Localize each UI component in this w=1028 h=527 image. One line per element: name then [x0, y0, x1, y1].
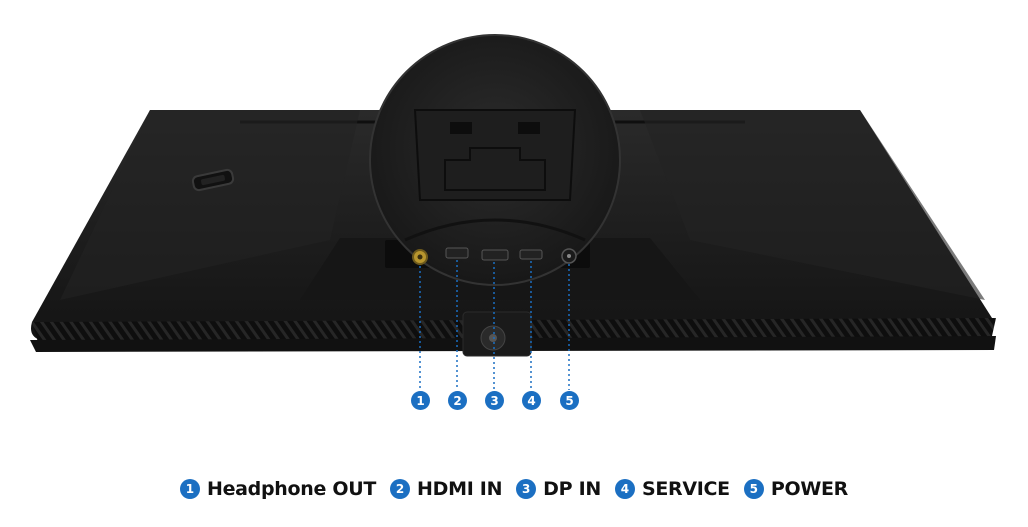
legend-label: DP IN	[543, 478, 601, 500]
legend-number: 2	[390, 479, 411, 499]
legend-label: POWER	[770, 478, 849, 500]
hdmi-port	[445, 247, 469, 259]
service-port	[519, 249, 543, 260]
port-legend: 1 Headphone OUT 2 HDMI IN 3 DP IN 4 SERV…	[0, 478, 1028, 500]
callout-1: 1	[411, 391, 430, 410]
legend-number: 3	[516, 479, 537, 499]
callout-2: 2	[448, 391, 467, 410]
callout-3: 3	[485, 391, 504, 410]
legend-number: 5	[743, 479, 764, 499]
legend-label: SERVICE	[641, 478, 730, 500]
legend-item-service: 4 SERVICE	[614, 478, 730, 500]
legend-label: Headphone OUT	[206, 478, 377, 500]
legend-item-dp: 3 DP IN	[516, 478, 601, 500]
dp-port	[481, 249, 509, 261]
legend-label: HDMI IN	[417, 478, 503, 500]
callout-4: 4	[522, 391, 541, 410]
brand-emblem	[191, 168, 235, 192]
legend-item-hdmi: 2 HDMI IN	[390, 478, 502, 500]
legend-number: 4	[614, 479, 635, 499]
legend-number: 1	[179, 479, 200, 499]
callout-5: 5	[560, 391, 579, 410]
legend-item-power: 5 POWER	[743, 478, 849, 500]
legend-item-headphone: 1 Headphone OUT	[179, 478, 377, 500]
